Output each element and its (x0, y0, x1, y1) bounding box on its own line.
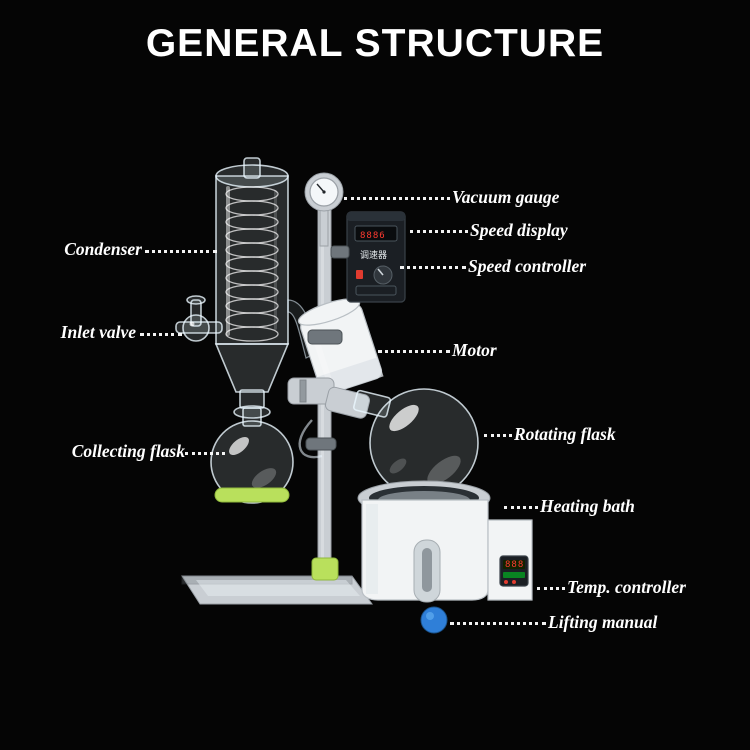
collecting-flask-group (210, 407, 294, 504)
label-rotating-flask: Rotating flask (514, 424, 616, 444)
leader-collecting-flask (185, 452, 225, 458)
leader-speed-display (410, 230, 468, 236)
leader-condenser (145, 250, 217, 256)
leader-heating-bath (504, 506, 538, 512)
speed-display-value: 8886 (360, 231, 386, 241)
leader-vacuum-gauge (344, 197, 450, 203)
leader-speed-controller (400, 266, 466, 272)
label-speed-display: Speed display (470, 220, 568, 240)
lifting-knob (420, 606, 448, 634)
panel-text: 调速器 (360, 250, 387, 261)
leader-temp-controller (537, 587, 565, 593)
condenser-group (214, 157, 290, 419)
leader-rotating-flask (484, 434, 512, 440)
label-collecting-flask: Collecting flask (71, 441, 185, 461)
label-vacuum-gauge: Vacuum gauge (452, 187, 560, 207)
power-led (356, 270, 363, 279)
svg-text:888: 888 (505, 560, 524, 570)
label-motor: Motor (452, 340, 497, 360)
condenser-coil (225, 186, 279, 342)
speed-control-box-group: 8886 调速器 (330, 211, 406, 303)
leader-inlet-valve (140, 333, 182, 339)
inlet-valve-group (175, 295, 223, 342)
label-speed-controller: Speed controller (468, 256, 587, 276)
stand-clamp-group (298, 329, 343, 459)
rotating-flask-group (352, 388, 479, 498)
label-condenser: Condenser (64, 239, 142, 259)
vacuum-gauge-group (304, 172, 344, 247)
speed-display-screen (354, 225, 398, 242)
label-lifting-manual: Lifting manual (548, 612, 658, 632)
label-inlet-valve: Inlet valve (60, 322, 136, 342)
heating-bath-group: 888 (357, 480, 533, 634)
leader-motor (378, 350, 450, 356)
label-temp-controller: Temp. controller (567, 577, 686, 597)
label-heating-bath: Heating bath (540, 496, 635, 516)
base-plate-group (181, 575, 373, 605)
page-title: GENERAL STRUCTURE (145, 22, 605, 65)
leader-lifting-manual (450, 622, 546, 628)
